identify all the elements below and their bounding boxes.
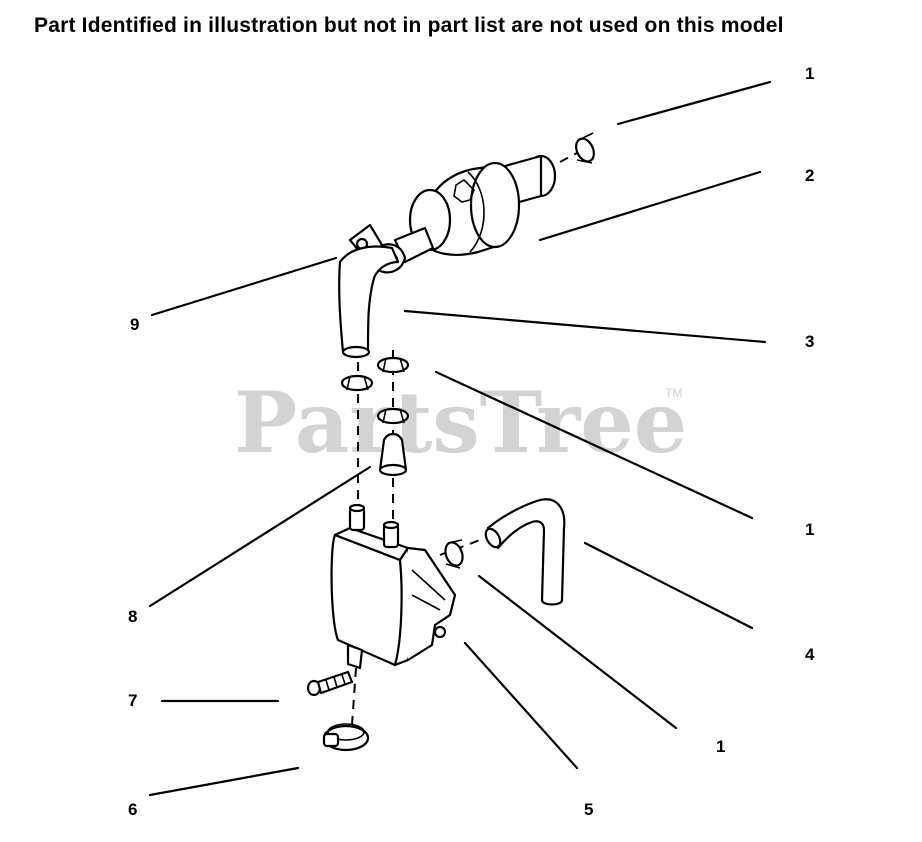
watermark-trademark: TM — [665, 386, 682, 400]
band-clamp-part[interactable] — [322, 723, 370, 752]
callout-9: 9 — [130, 315, 139, 334]
hose-clamp-mid-upper-part[interactable] — [376, 356, 410, 374]
callout-4: 4 — [805, 645, 815, 664]
callout-6: 6 — [128, 800, 137, 819]
callout-3: 3 — [805, 332, 814, 351]
illustration-note: Part Identified in illustration but not … — [34, 14, 784, 37]
hose-clamp-top-part[interactable] — [573, 132, 598, 164]
fuel-pump-part[interactable] — [330, 503, 457, 670]
watermark-brand: PartsTree — [234, 373, 687, 472]
fuel-hose-upper-part[interactable] — [338, 245, 400, 359]
callout-2: 2 — [805, 166, 814, 185]
fuel-hose-elbow-part[interactable] — [483, 498, 566, 606]
callout-1-top: 1 — [805, 64, 814, 83]
hose-clamp-mid-lower-part[interactable] — [340, 374, 374, 392]
callout-8: 8 — [128, 607, 137, 626]
callout-labels: 1 2 9 3 1 8 4 7 1 6 5 — [128, 64, 815, 819]
fuel-filter-part[interactable] — [393, 154, 557, 264]
callout-1-bottom: 1 — [716, 737, 725, 756]
callout-5: 5 — [584, 800, 593, 819]
hose-clamp-lower-part[interactable] — [376, 407, 410, 425]
leader-lines — [148, 80, 772, 797]
hose-clamp-side-part[interactable] — [442, 539, 465, 569]
callout-7: 7 — [128, 691, 137, 710]
callout-1-middle: 1 — [805, 520, 814, 539]
rubber-cap-part[interactable] — [378, 432, 408, 477]
mounting-screw-part[interactable] — [306, 670, 354, 697]
